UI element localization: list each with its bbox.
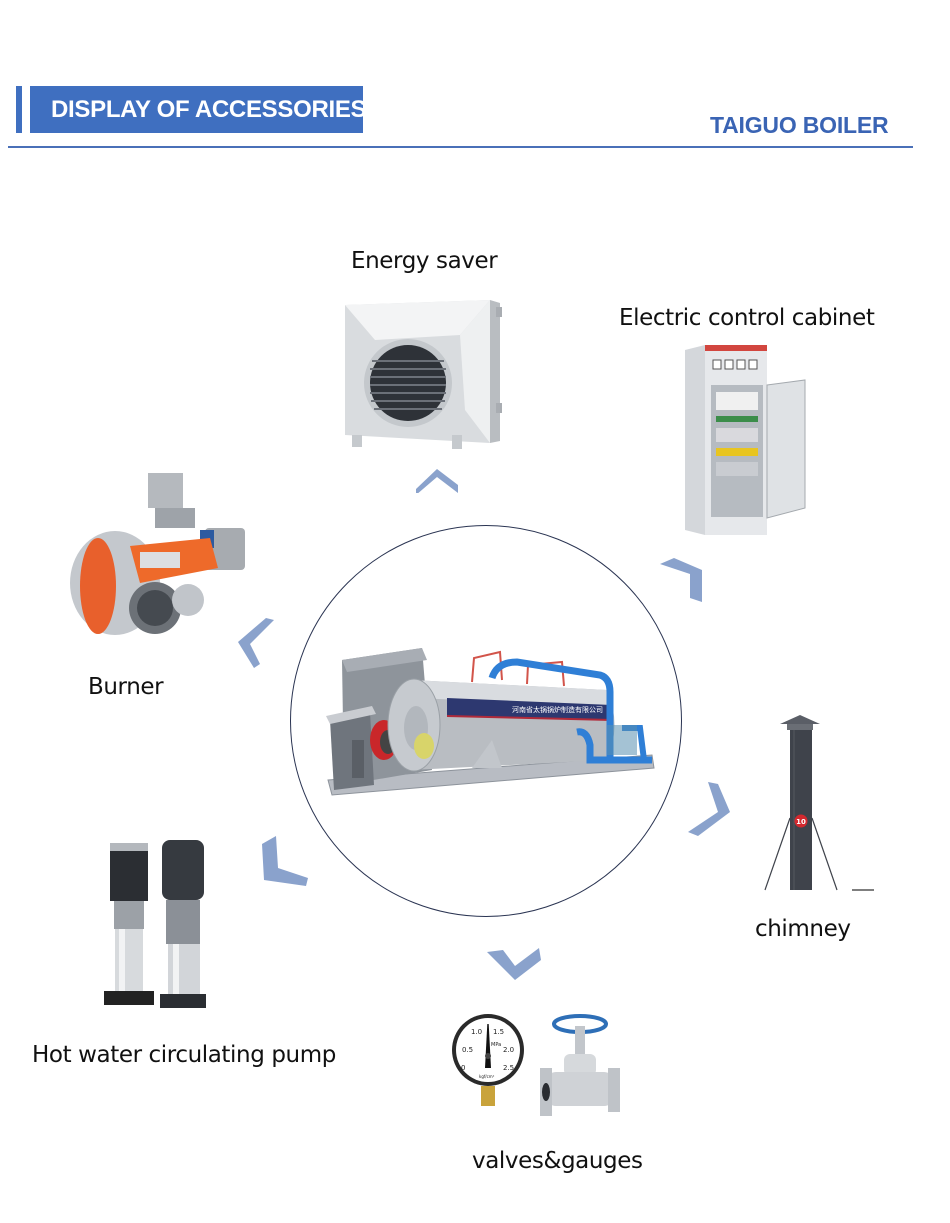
gauge-tick-0-5: 0.5 <box>462 1046 473 1054</box>
arrow-right-icon <box>688 782 732 836</box>
gauge-tick-0: 0 <box>461 1064 465 1072</box>
section-title: DISPLAY OF ACCESSORIES <box>30 86 367 133</box>
arrow-left-icon <box>236 618 276 670</box>
label-burner: Burner <box>88 674 164 700</box>
label-hot-water-circulating-pump: Hot water circulating pump <box>32 1042 336 1068</box>
chimney-image: 10 <box>764 715 874 891</box>
gauge-tick-1-0: 1.0 <box>471 1028 482 1036</box>
label-energy-saver: Energy saver <box>351 248 498 274</box>
arrow-down-left-icon <box>262 836 308 886</box>
center-circle <box>290 525 682 917</box>
energy-saver-image <box>345 300 502 449</box>
valves-gauges-image: 0 0.5 1.0 1.5 2.0 2.5 MPa kgf/cm² <box>452 1014 620 1116</box>
control-cabinet-image <box>685 345 806 535</box>
header-divider <box>8 146 913 148</box>
gauge-tick-2-0: 2.0 <box>503 1046 514 1054</box>
label-electric-control-cabinet: Electric control cabinet <box>619 305 875 331</box>
boiler-nameplate-text: 河南省太锅锅炉制造有限公司 <box>512 705 603 714</box>
header-accent-bar <box>16 86 22 133</box>
arrow-up-right-icon <box>660 558 704 602</box>
burner-image <box>70 473 245 635</box>
arrow-up-icon <box>414 465 460 493</box>
pump-image <box>104 840 206 1008</box>
label-chimney: chimney <box>755 916 851 942</box>
gauge-sub-unit: kgf/cm² <box>479 1074 495 1079</box>
brand-name: TAIGUO BOILER <box>710 112 889 138</box>
globe-valve <box>540 1014 620 1116</box>
pressure-gauge: 0 0.5 1.0 1.5 2.0 2.5 MPa kgf/cm² <box>452 1014 524 1106</box>
gauge-unit: MPa <box>491 1042 501 1048</box>
label-valves-gauges: valves&gauges <box>472 1148 643 1174</box>
arrow-down-icon <box>487 948 541 980</box>
gauge-tick-1-5: 1.5 <box>493 1028 504 1036</box>
chimney-badge: 10 <box>796 818 806 826</box>
boiler-image: 河南省太锅锅炉制造有限公司 <box>326 648 655 796</box>
gauge-tick-2-5: 2.5 <box>503 1064 514 1072</box>
